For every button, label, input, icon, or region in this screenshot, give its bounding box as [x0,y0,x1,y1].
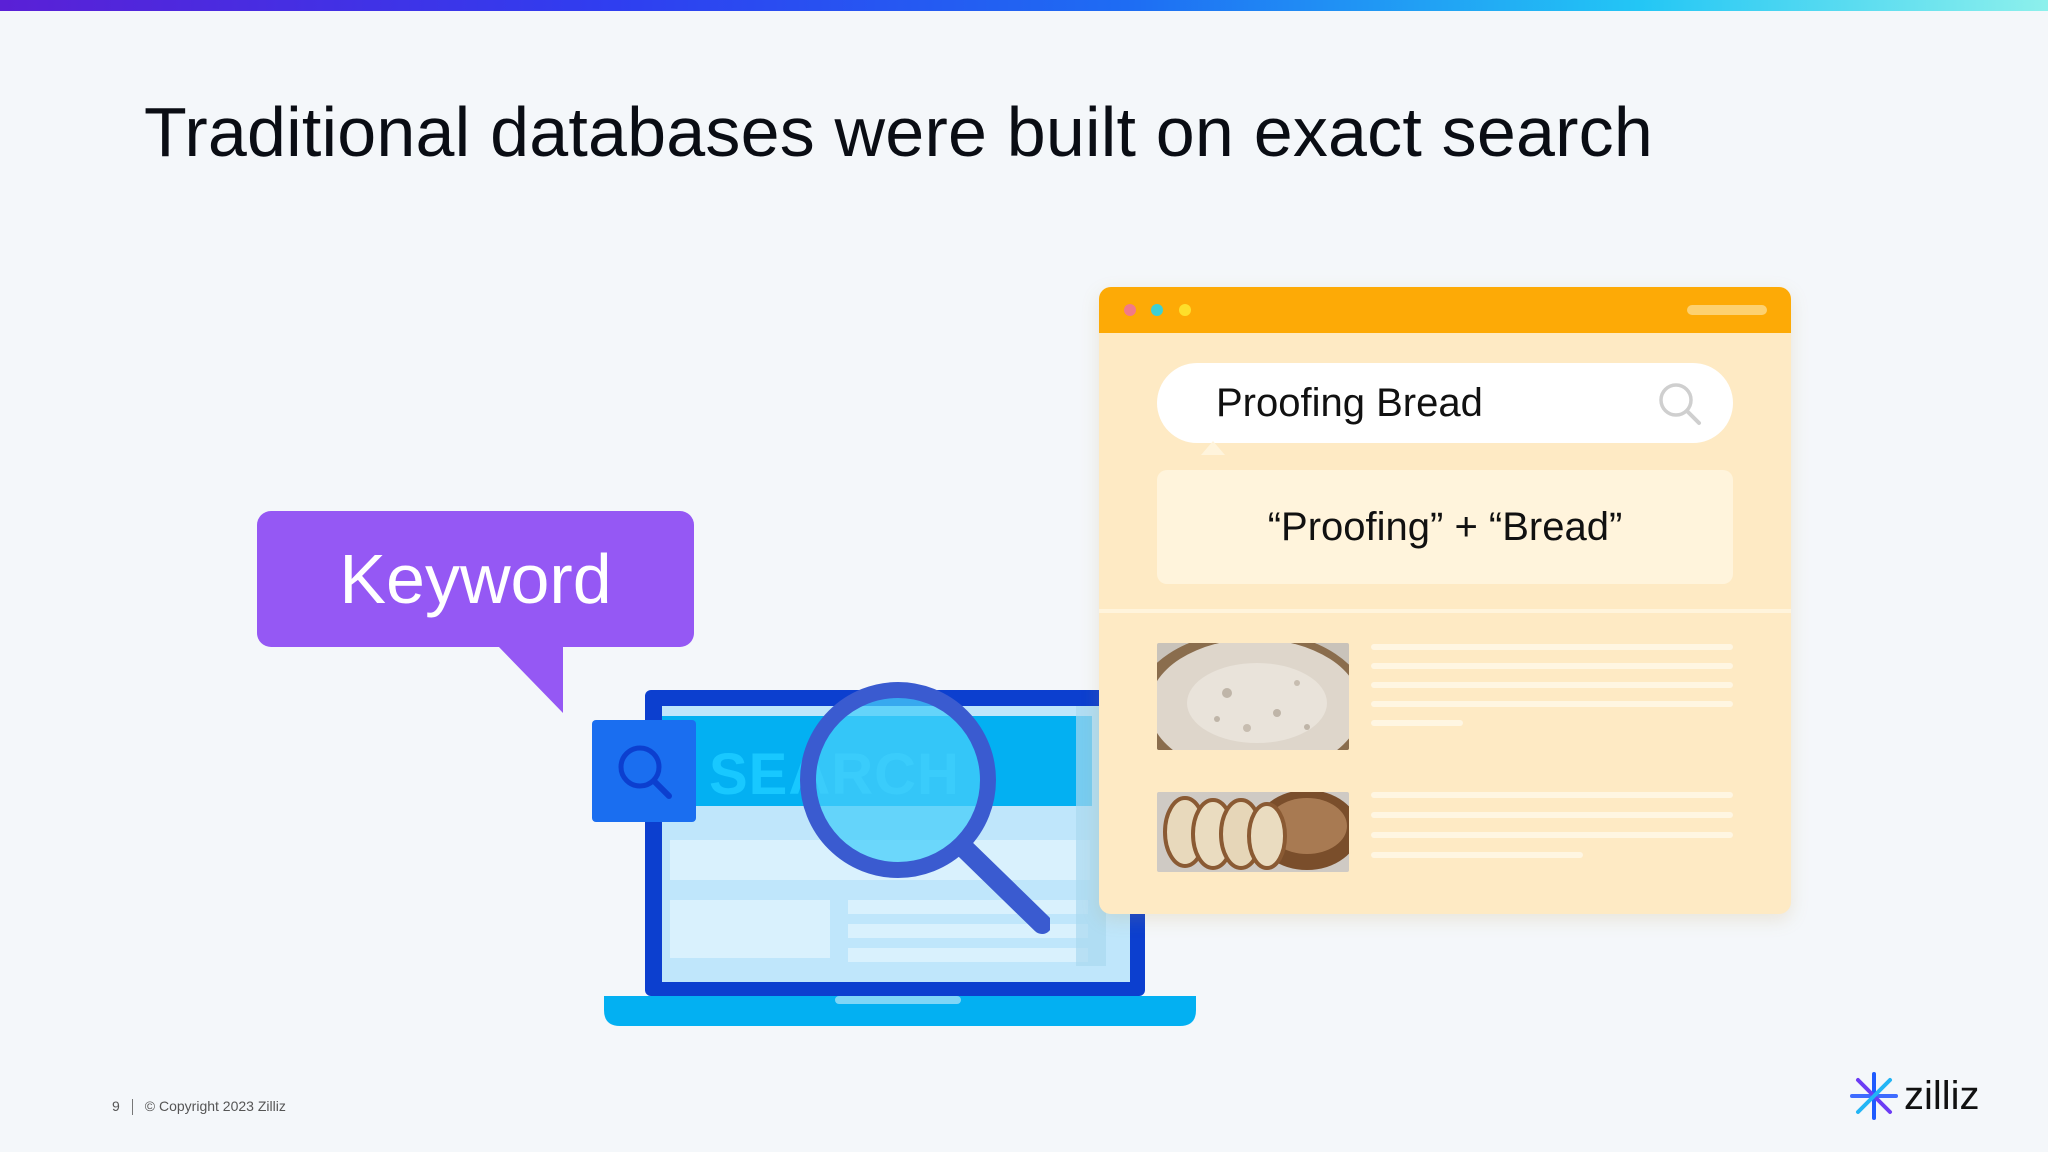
top-gradient-bar [0,0,2048,11]
result-text-line [1371,852,1583,858]
footer-separator [131,1099,133,1116]
window-dot-red [1124,304,1136,316]
search-pill-tail [1201,441,1225,455]
result-text-line [1371,701,1733,707]
keyword-label: Keyword [339,540,612,618]
slide-footer: 9 © Copyright 2023 Zilliz [112,1098,286,1116]
result-text-line [1371,792,1733,798]
result-thumbnail-dough[interactable] [1157,643,1349,750]
tokenized-query: “Proofing” + “Bread” [1267,504,1623,549]
window-header-bar [1687,305,1767,315]
search-block [592,720,696,822]
result-text-line [1371,663,1733,669]
search-query: Proofing Bread [1216,381,1483,425]
result-text-line [1371,682,1733,688]
copyright-text: © Copyright 2023 Zilliz [144,1098,286,1114]
window-dot-yellow [1179,304,1191,316]
search-result-window: Proofing Bread “Proofing” + “Bread” [1099,287,1791,914]
magnifier-icon [800,682,1050,934]
logo-text: zilliz [1904,1073,1980,1118]
search-icon[interactable] [1657,381,1703,427]
result-text-line [1371,812,1733,818]
slide-title: Traditional databases were built on exac… [144,93,1653,171]
laptop-base [604,996,1196,1026]
window-titlebar [1099,287,1791,333]
keyword-bubble: Keyword [257,511,694,647]
result-text-line [1371,644,1733,650]
zilliz-logo: zilliz [1848,1070,1980,1122]
search-input[interactable]: Proofing Bread [1157,363,1733,443]
keyword-bubble-tail [497,645,563,713]
result-thumbnail-bread[interactable] [1157,792,1349,872]
window-divider [1099,609,1791,613]
page-number: 9 [112,1098,120,1114]
tokenized-query-box: “Proofing” + “Bread” [1157,470,1733,584]
result-text-line [1371,832,1733,838]
result-text-line [1371,720,1463,726]
zilliz-star-icon [1850,1072,1898,1120]
laptop-illustration [592,690,1196,1026]
window-dot-teal [1151,304,1163,316]
